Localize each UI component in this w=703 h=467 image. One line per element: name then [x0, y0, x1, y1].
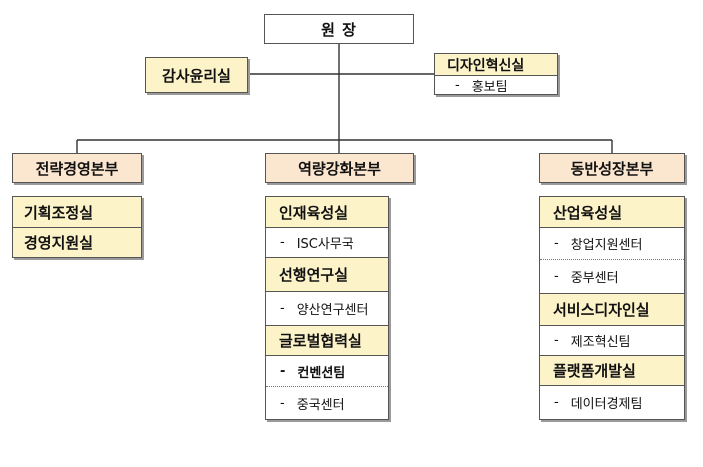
division-2-groups: 인재육성실 - ISC사무국 선행연구실 - 양산연구센터 글로벌협력실 - 컨…	[265, 196, 389, 420]
group-service-design: 서비스디자인실	[540, 293, 684, 325]
group-global: 글로벌협력실	[266, 325, 388, 355]
group-platform: 플랫폼개발실	[540, 355, 684, 385]
group-advanced-research: 선행연구실	[266, 257, 388, 291]
sub-central: - 중부센터	[540, 259, 684, 293]
team-planning: 기획조정실	[13, 197, 141, 227]
design-box: 디자인혁신실 - 홍보팀	[434, 53, 558, 95]
audit-label: 감사윤리실	[161, 66, 231, 85]
sub-isc: - ISC사무국	[266, 227, 388, 257]
division-2-header: 역량강화본부	[265, 153, 414, 183]
design-sub: - 홍보팀	[435, 75, 557, 95]
sub-convention: - 컨벤션팀	[266, 355, 388, 386]
audit-box: 감사윤리실	[145, 57, 248, 93]
sub-data-economy: - 데이터경제팀	[540, 385, 684, 419]
division-3-header: 동반성장본부	[539, 153, 685, 183]
sub-mass-production: - 양산연구센터	[266, 291, 388, 325]
sub-startup: - 창업지원센터	[540, 227, 684, 259]
director-label: 원 장	[321, 20, 357, 39]
team-management-support: 경영지원실	[13, 227, 141, 257]
division-1-teams: 기획조정실 경영지원실	[12, 196, 142, 258]
group-industry: 산업육성실	[540, 197, 684, 227]
division-1-header: 전략경영본부	[12, 153, 142, 183]
sub-manufacturing: - 제조혁신팀	[540, 325, 684, 355]
group-talent: 인재육성실	[266, 197, 388, 227]
sub-china: - 중국센터	[266, 386, 388, 419]
director-box: 원 장	[264, 14, 414, 44]
design-title: 디자인혁신실	[435, 54, 557, 75]
division-3-groups: 산업육성실 - 창업지원센터 - 중부센터 서비스디자인실 - 제조혁신팀 플랫…	[539, 196, 685, 420]
